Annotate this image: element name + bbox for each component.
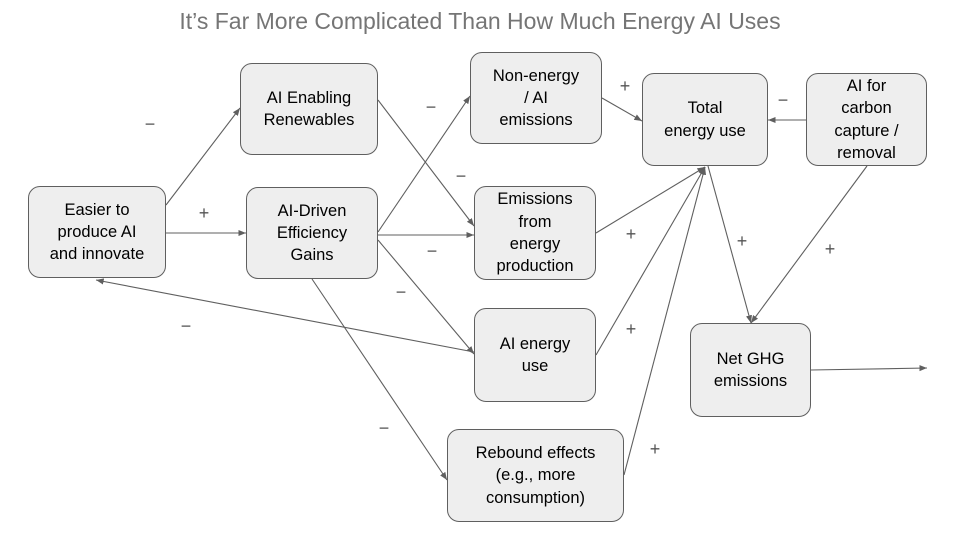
- edge-aienergy-to-easier: [95, 278, 475, 353]
- diagram-title: It’s Far More Complicated Than How Much …: [179, 8, 781, 34]
- node-easier-to-produce-ai: Easier to produce AI and innovate: [28, 186, 166, 278]
- sign-renewables-emissions: −: [455, 166, 467, 186]
- node-rebound-effects: Rebound effects (e.g., more consumption): [447, 429, 624, 522]
- sign-carbon-total: −: [777, 90, 789, 110]
- edge-aienergy-to-total: [595, 166, 706, 356]
- node-non-energy-ai-emissions: Non-energy / AI emissions: [470, 52, 602, 144]
- sign-rebound-total: +: [649, 439, 661, 459]
- edge-easier-to-renewables: [165, 107, 241, 206]
- edge-ghg-out: [810, 365, 928, 372]
- edge-carbon-to-ghg: [750, 165, 868, 324]
- node-ai-for-carbon-capture: AI for carbon capture / removal: [806, 73, 927, 166]
- node-total-energy-use: Total energy use: [642, 73, 768, 166]
- node-ai-driven-efficiency-gains: AI-Driven Efficiency Gains: [246, 187, 378, 279]
- sign-aienergy-total: +: [625, 319, 637, 339]
- sign-efficiency-aienergy: −: [395, 282, 407, 302]
- node-ai-energy-use: AI energy use: [474, 308, 596, 402]
- node-net-ghg-emissions: Net GHG emissions: [690, 323, 811, 417]
- sign-aienergy-easier: −: [180, 316, 192, 336]
- sign-total-ghg: +: [736, 231, 748, 251]
- edge-rebound-to-total: [623, 166, 707, 476]
- edge-nonenergy-to-total: [601, 97, 643, 122]
- sign-efficiency-emissions: −: [426, 241, 438, 261]
- edge-emissions-to-total: [595, 166, 706, 234]
- node-ai-enabling-renewables: AI Enabling Renewables: [240, 63, 378, 155]
- node-emissions-from-energy-production: Emissions from energy production: [474, 186, 596, 280]
- sign-efficiency-rebound: −: [378, 418, 390, 438]
- edge-efficiency-to-rebound: [311, 278, 448, 481]
- sign-carbon-ghg: +: [824, 239, 836, 259]
- sign-easier-efficiency: +: [198, 203, 210, 223]
- sign-emissions-total: +: [625, 224, 637, 244]
- edge-renewables-to-emissions: [377, 99, 475, 227]
- edge-efficiency-to-nonenergy: [377, 95, 471, 233]
- sign-easier-renewables: −: [144, 114, 156, 134]
- edge-total-to-ghg: [707, 165, 752, 324]
- edge-efficiency-to-aienergy: [377, 239, 475, 355]
- sign-nonenergy-total: +: [619, 76, 631, 96]
- sign-efficiency-nonenergy: −: [425, 97, 437, 117]
